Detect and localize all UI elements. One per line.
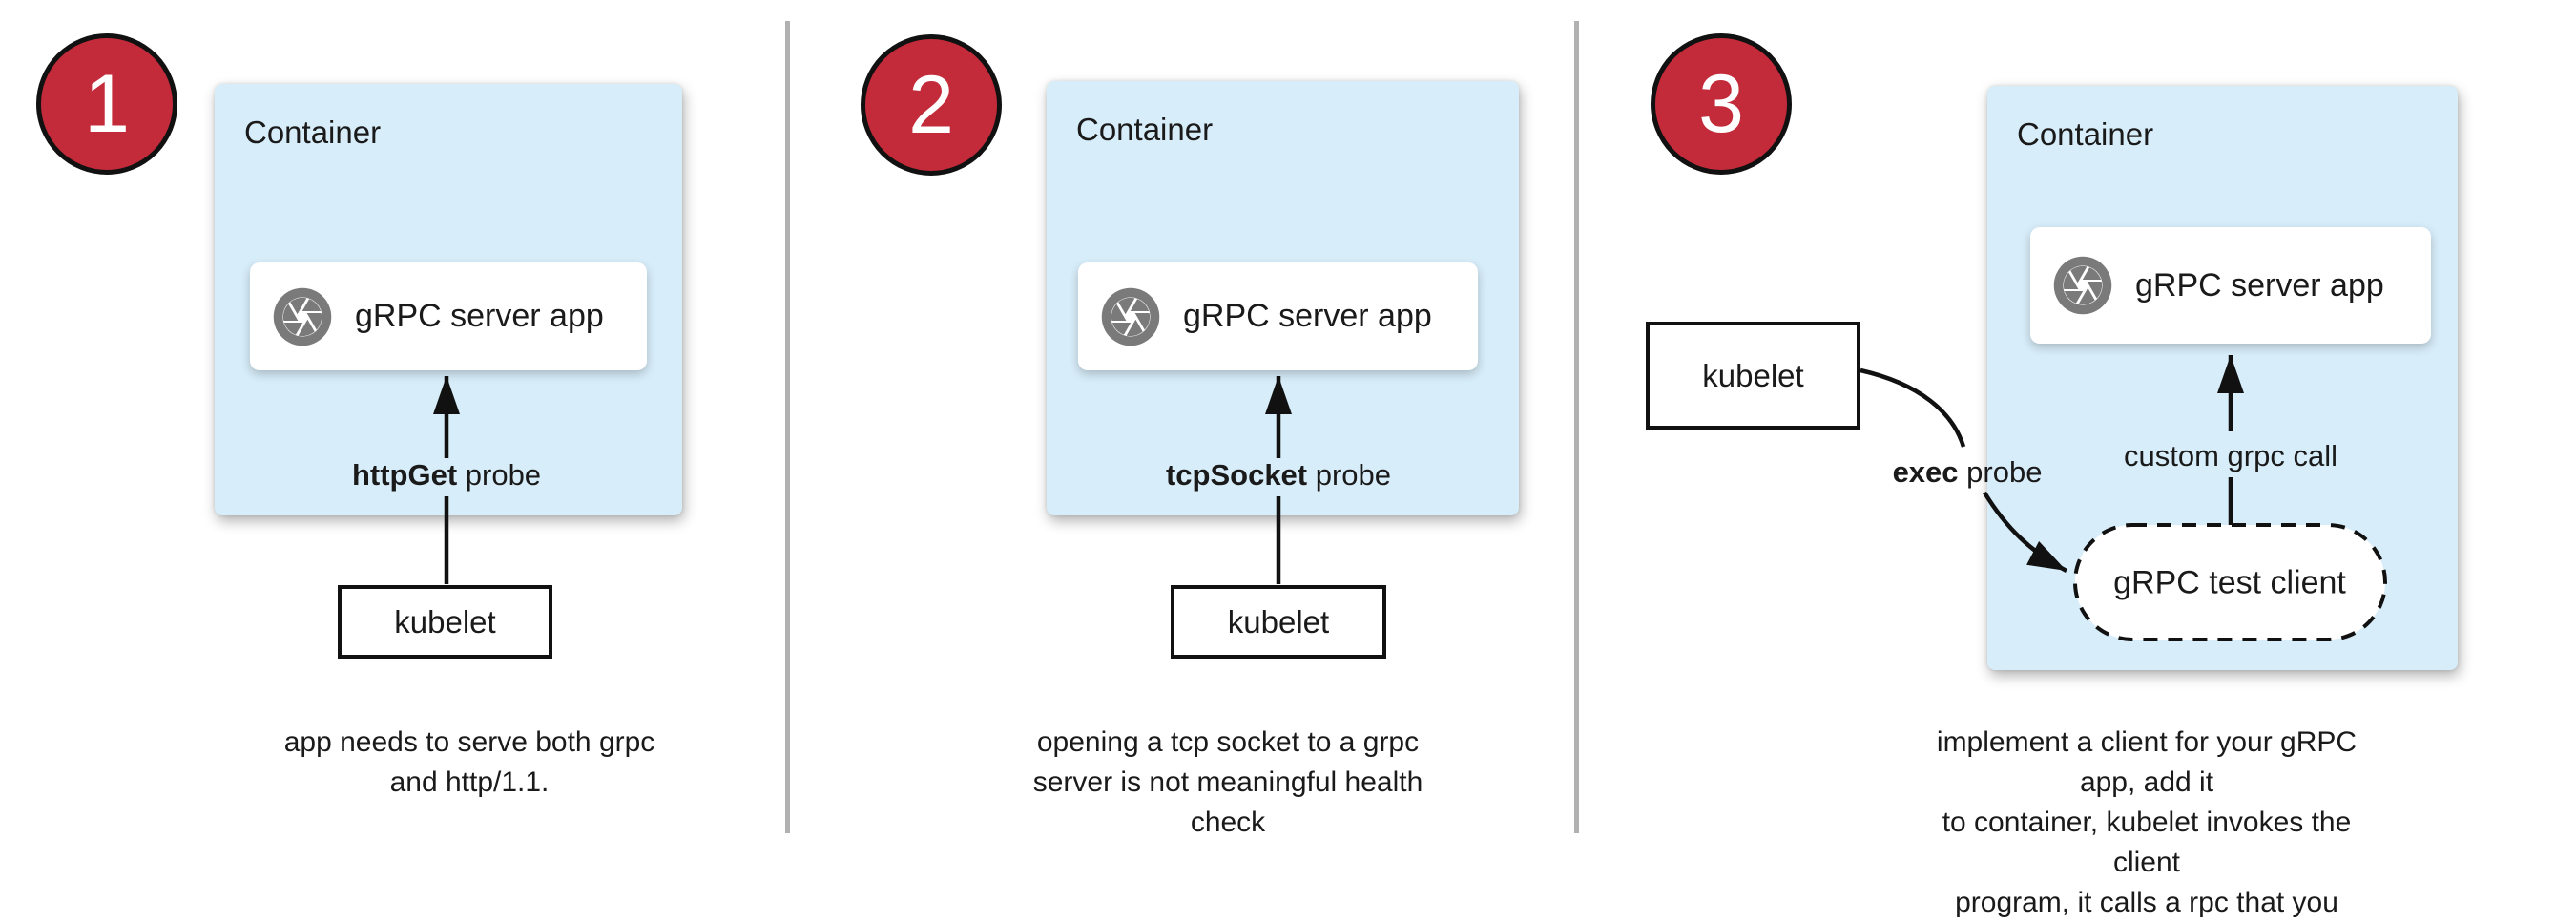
- kubelet-label: kubelet: [394, 603, 496, 640]
- probe-label-1: httpGet probe: [352, 458, 541, 493]
- probe-label-3: exec probe: [1893, 455, 2043, 490]
- step-number: 1: [84, 58, 130, 150]
- grpc-server-app-box-3: gRPC server app: [2030, 227, 2431, 344]
- step-number: 2: [908, 59, 954, 151]
- step-circle-2: 2: [861, 34, 1002, 176]
- aperture-icon: [2053, 256, 2112, 315]
- grpc-server-app-box-1: gRPC server app: [250, 262, 647, 370]
- kubelet-label: kubelet: [1227, 603, 1330, 640]
- kubelet-box-3: kubelet: [1646, 322, 1860, 430]
- test-client-label: gRPC test client: [2113, 564, 2346, 601]
- kubelet-label: kubelet: [1702, 357, 1804, 393]
- aperture-icon: [1101, 287, 1160, 346]
- app-box-label: gRPC server app: [1183, 298, 1432, 334]
- app-box-label: gRPC server app: [2135, 266, 2384, 304]
- kubelet-box-1: kubelet: [338, 585, 552, 659]
- exec-arrow-upper: [1859, 367, 1966, 448]
- app-box-label: gRPC server app: [355, 298, 604, 334]
- step-number: 3: [1698, 58, 1744, 150]
- container-label: Container: [2017, 116, 2154, 152]
- probe-type: exec: [1892, 455, 1959, 489]
- probe-label-2: tcpSocket probe: [1166, 458, 1391, 493]
- probe-word: probe: [1958, 455, 2043, 489]
- step-circle-3: 3: [1651, 33, 1792, 175]
- aperture-icon: [273, 287, 332, 346]
- grpc-server-app-box-2: gRPC server app: [1078, 262, 1478, 370]
- call-label: custom grpc call: [2124, 439, 2337, 472]
- caption-2: opening a tcp socket to a grpc server is…: [1032, 726, 1423, 838]
- caption-3: implement a client for your gRPC app, ad…: [1936, 726, 2358, 918]
- divider-1: [785, 21, 790, 833]
- caption-1: app needs to serve both grpc and http/1.…: [283, 726, 655, 798]
- probe-type: tcpSocket: [1165, 458, 1308, 492]
- container-label: Container: [1076, 112, 1214, 147]
- probe-word: probe: [1307, 458, 1392, 492]
- container-label: Container: [244, 115, 382, 150]
- kubelet-box-2: kubelet: [1171, 585, 1386, 659]
- divider-2: [1574, 21, 1579, 833]
- probe-word: probe: [457, 458, 542, 492]
- step-circle-1: 1: [36, 33, 177, 175]
- probe-type: httpGet: [351, 458, 458, 492]
